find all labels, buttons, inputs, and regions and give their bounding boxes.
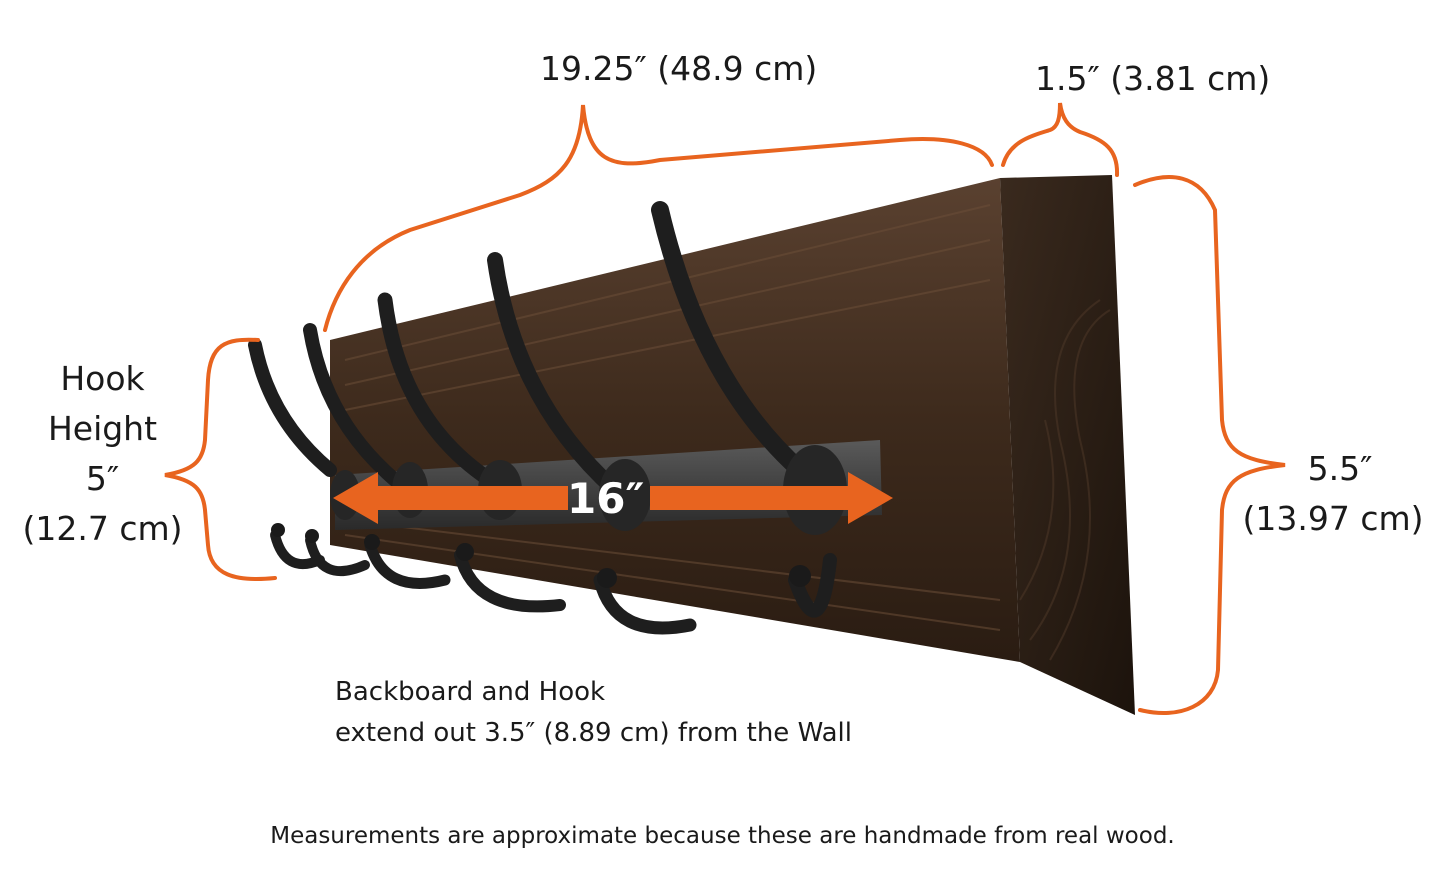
backboard-end bbox=[1000, 175, 1135, 715]
hook-height-label-cm: (12.7 cm) bbox=[22, 509, 183, 548]
hook-2-lower bbox=[305, 535, 370, 577]
hook-3-upper bbox=[377, 292, 498, 488]
hook-span-label: 16″ bbox=[567, 474, 645, 523]
disclaimer-note: Measurements are approximate because the… bbox=[270, 823, 1175, 849]
hook-6-lower bbox=[788, 553, 837, 618]
hook-5-lower bbox=[593, 573, 697, 635]
hook-4-upper bbox=[487, 252, 623, 498]
extend-note-line1: Backboard and Hook bbox=[335, 677, 606, 707]
hook-group bbox=[248, 201, 837, 635]
height-bracket bbox=[1133, 175, 1286, 716]
hook-5-upper bbox=[651, 201, 809, 479]
hook-3-lower bbox=[364, 539, 451, 589]
wood-texture bbox=[344, 204, 1001, 631]
hook-height-label-inch: 5″ bbox=[85, 459, 120, 498]
end-grain bbox=[1019, 299, 1111, 661]
depth-label: 1.5″ (3.81 cm) bbox=[1035, 59, 1271, 98]
hook-tips bbox=[271, 523, 811, 588]
hook-2-upper bbox=[303, 323, 402, 487]
depth-bracket bbox=[1001, 102, 1120, 177]
extend-note-line2: extend out 3.5″ (8.89 cm) from the Wall bbox=[335, 718, 852, 748]
length-bracket bbox=[323, 104, 994, 332]
length-label: 19.25″ (48.9 cm) bbox=[540, 49, 818, 88]
height-label-cm: (13.97 cm) bbox=[1242, 499, 1424, 538]
hook-4-lower bbox=[454, 549, 566, 613]
hook-1-upper bbox=[248, 338, 337, 477]
hook-height-label-line2: Height bbox=[47, 409, 158, 448]
height-label-inch: 5.5″ bbox=[1307, 449, 1373, 488]
hook-height-label-line1: Hook bbox=[60, 359, 145, 398]
hook-span-arrow bbox=[333, 472, 893, 524]
hook-height-bracket bbox=[164, 337, 277, 581]
dimension-brackets bbox=[164, 102, 1286, 716]
